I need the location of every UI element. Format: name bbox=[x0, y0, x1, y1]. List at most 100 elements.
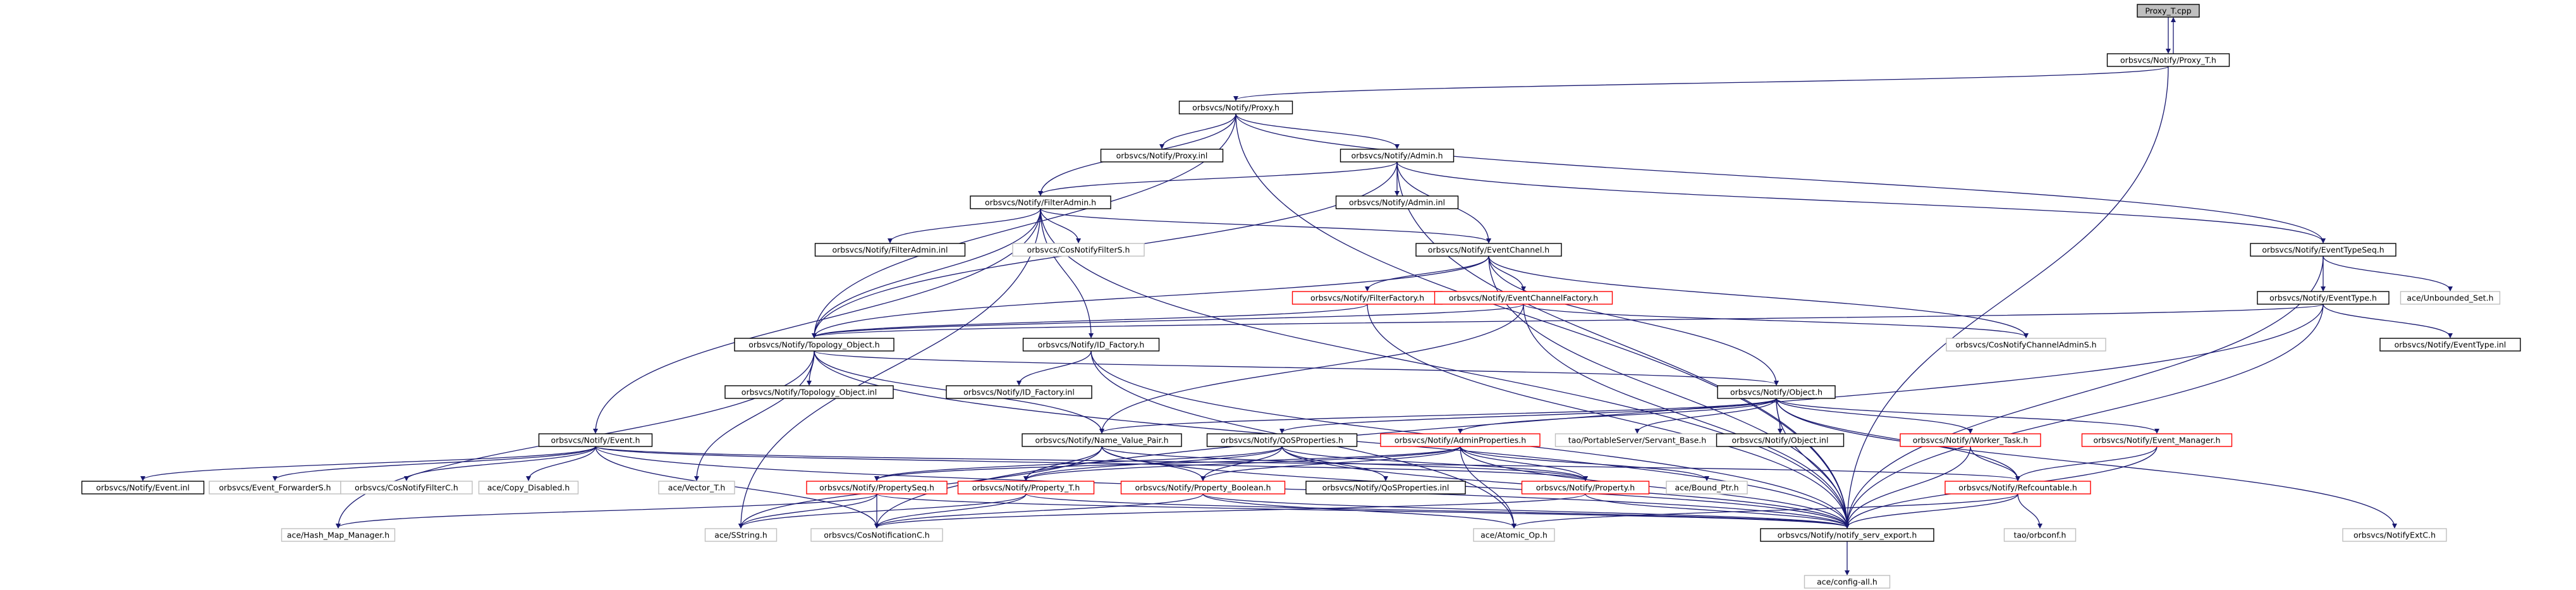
node-box bbox=[1340, 149, 1455, 163]
node-box bbox=[1380, 433, 1541, 447]
node-proxy-inl[interactable]: orbsvcs/Notify/Proxy.inl bbox=[1100, 149, 1224, 163]
node-label: orbsvcs/Notify/Refcountable.h bbox=[1958, 483, 2077, 493]
node-topology-object-inl[interactable]: orbsvcs/Notify/Topology_Object.inl bbox=[724, 385, 894, 399]
node-event-inl[interactable]: orbsvcs/Notify/Event.inl bbox=[81, 481, 205, 495]
node-box bbox=[1206, 433, 1358, 447]
edge-adminproperties_h-to-property_h bbox=[1460, 446, 1586, 481]
node-object-h[interactable]: orbsvcs/Notify/Object.h bbox=[1717, 385, 1836, 399]
arrowhead-proxy_h-to-admin_h bbox=[1395, 144, 1400, 149]
node-box bbox=[1473, 528, 1555, 542]
node-object-inl[interactable]: orbsvcs/Notify/Object.inl bbox=[1716, 433, 1845, 447]
node-qosproperties-h[interactable]: orbsvcs/Notify/QoSProperties.h bbox=[1206, 433, 1358, 447]
arrowhead-event_h-to-copy_disabled_h bbox=[526, 476, 531, 481]
node-box bbox=[2400, 291, 2501, 305]
node-worker-task-h[interactable]: orbsvcs/Notify/Worker_Task.h bbox=[1900, 433, 2041, 447]
node-property-t-h[interactable]: orbsvcs/Notify/Property_T.h bbox=[957, 481, 1095, 495]
arrowhead-filteradmin_h-to-eventchannel_h bbox=[1486, 238, 1491, 243]
node-root[interactable]: Proxy_T.cpp bbox=[2137, 4, 2200, 18]
node-topology-object-h[interactable]: orbsvcs/Notify/Topology_Object.h bbox=[734, 338, 894, 352]
node-box bbox=[538, 433, 653, 447]
node-label: orbsvcs/CosNotificationC.h bbox=[824, 531, 929, 540]
node-id-factory-h[interactable]: orbsvcs/Notify/ID_Factory.h bbox=[1022, 338, 1160, 352]
node-eventchannelfactory-h[interactable]: orbsvcs/Notify/EventChannelFactory.h bbox=[1434, 291, 1613, 305]
edge-id_factory_h-to-id_factory_inl bbox=[1018, 350, 1092, 385]
edge-property_t_h-to-sstring_h bbox=[740, 493, 1027, 528]
arrowhead-admin_h-to-filteradmin_h bbox=[1038, 191, 1043, 196]
node-box bbox=[1760, 528, 1934, 542]
node-box bbox=[1900, 433, 2041, 447]
edge-property_boolean_h-to-notify_serv_export_h bbox=[1202, 493, 1848, 528]
arrowhead-eventtype_h-to-topology_object_h bbox=[812, 333, 817, 338]
node-propertyseq-h[interactable]: orbsvcs/Notify/PropertySeq.h bbox=[806, 481, 948, 495]
edge-qosproperties_h-to-property_t_h bbox=[1025, 446, 1283, 481]
node-eventtypeseq-h[interactable]: orbsvcs/Notify/EventTypeSeq.h bbox=[2250, 243, 2396, 257]
node-admin-inl[interactable]: orbsvcs/Notify/Admin.inl bbox=[1335, 195, 1459, 209]
node-box bbox=[1120, 481, 1286, 495]
node-hash-map-manager-h: ace/Hash_Map_Manager.h bbox=[281, 528, 396, 542]
node-qosproperties-inl[interactable]: orbsvcs/Notify/QoSProperties.inl bbox=[1305, 481, 1466, 495]
node-proxy-h[interactable]: orbsvcs/Notify/Proxy.h bbox=[1178, 101, 1293, 114]
node-event-h[interactable]: orbsvcs/Notify/Event.h bbox=[538, 433, 653, 447]
edge-propertyseq_h-to-sstring_h bbox=[740, 493, 877, 528]
node-eventchannel-h[interactable]: orbsvcs/Notify/EventChannel.h bbox=[1415, 243, 1562, 257]
node-label: orbsvcs/Notify/Proxy_T.h bbox=[2120, 56, 2216, 65]
node-refcountable-h[interactable]: orbsvcs/Notify/Refcountable.h bbox=[1944, 481, 2091, 495]
node-label: orbsvcs/Notify/Admin.h bbox=[1351, 151, 1443, 161]
edge-filteradmin_h-to-cosnotifyfilters_h bbox=[1040, 208, 1079, 243]
node-filteradmin-h[interactable]: orbsvcs/Notify/FilterAdmin.h bbox=[970, 195, 1111, 209]
arrowhead-eventtypeseq_h-to-eventtype_h bbox=[2321, 286, 2326, 292]
node-admin-h[interactable]: orbsvcs/Notify/Admin.h bbox=[1340, 149, 1455, 163]
node-label: orbsvcs/Notify/Object.h bbox=[1730, 388, 1822, 397]
node-filteradmin-inl[interactable]: orbsvcs/Notify/FilterAdmin.inl bbox=[814, 243, 966, 257]
node-config-all-h: ace/config-all.h bbox=[1804, 575, 1891, 589]
arrowhead-filteradmin_h-to-filteradmin_inl bbox=[888, 238, 893, 243]
arrowhead-adminproperties_h-to-bound_ptr_h bbox=[1704, 476, 1709, 481]
node-property-boolean-h[interactable]: orbsvcs/Notify/Property_Boolean.h bbox=[1120, 481, 1286, 495]
node-box bbox=[1804, 575, 1891, 589]
arrowhead-property_t_h-to-sstring_h bbox=[738, 524, 743, 529]
node-box bbox=[734, 338, 894, 352]
arrowhead-refcountable_h-to-atomic_op_h bbox=[1511, 524, 1517, 529]
arrowhead-eventtype_h-to-eventtype_inl bbox=[2448, 333, 2453, 338]
node-label: ace/Vector_T.h bbox=[668, 483, 726, 493]
node-name-value-pair-h[interactable]: orbsvcs/Notify/Name_Value_Pair.h bbox=[1022, 433, 1182, 447]
node-cosnotifychanneladmins-h: orbsvcs/CosNotifyChannelAdminS.h bbox=[1946, 338, 2106, 352]
node-label: orbsvcs/CosNotifyFilterC.h bbox=[355, 483, 458, 493]
node-box bbox=[658, 481, 735, 495]
edge-admin_h-to-notify_serv_export_h bbox=[1396, 161, 1848, 528]
node-proxy-t-h[interactable]: orbsvcs/Notify/Proxy_T.h bbox=[2106, 53, 2230, 67]
edge-event_h-to-event_forwarders_h bbox=[274, 446, 596, 481]
edge-eventchannelfactory_h-to-topology_object_h bbox=[814, 304, 1524, 338]
node-eventtype-h[interactable]: orbsvcs/Notify/EventType.h bbox=[2257, 291, 2390, 305]
edge-adminproperties_h-to-bound_ptr_h bbox=[1460, 446, 1707, 481]
node-id-factory-inl[interactable]: orbsvcs/Notify/ID_Factory.inl bbox=[946, 385, 1092, 399]
arrowhead-proxy_t_h-to-proxy_h bbox=[1233, 96, 1238, 101]
node-unbounded-set-h: ace/Unbounded_Set.h bbox=[2400, 291, 2501, 305]
node-label: orbsvcs/Notify/EventType.h bbox=[2269, 293, 2377, 303]
node-notify-serv-export-h[interactable]: orbsvcs/Notify/notify_serv_export.h bbox=[1760, 528, 1934, 542]
edge-object_h-to-servant_base_h bbox=[1637, 398, 1777, 433]
node-event-manager-h[interactable]: orbsvcs/Notify/Event_Manager.h bbox=[2081, 433, 2233, 447]
edge-eventtypeseq_h-to-unbounded_set_h bbox=[2323, 255, 2451, 291]
node-label: orbsvcs/Notify/Property.h bbox=[1536, 483, 1635, 493]
node-label: ace/config-all.h bbox=[1817, 577, 1877, 587]
arrowhead-root-to-proxy_t_h bbox=[2166, 49, 2171, 54]
arrowhead-object_h-to-adminproperties_h bbox=[1458, 429, 1463, 434]
node-box bbox=[957, 481, 1095, 495]
arrowhead-topology_object_h-to-object_h bbox=[1774, 381, 1779, 386]
node-filterfactory-h[interactable]: orbsvcs/Notify/FilterFactory.h bbox=[1291, 291, 1443, 305]
node-label: orbsvcs/Notify/FilterFactory.h bbox=[1310, 293, 1424, 303]
edge-filteradmin_h-to-sstring_h bbox=[740, 208, 1041, 528]
edge-adminproperties_h-to-property_boolean_h bbox=[1202, 446, 1461, 481]
node-label: orbsvcs/Notify/FilterAdmin.inl bbox=[832, 245, 948, 255]
node-event-forwarders-h: orbsvcs/Event_ForwarderS.h bbox=[209, 481, 341, 495]
node-label: orbsvcs/Notify/Event.inl bbox=[96, 483, 190, 493]
node-eventtype-inl[interactable]: orbsvcs/Notify/EventType.inl bbox=[2379, 338, 2521, 352]
node-label: ace/Atomic_Op.h bbox=[1480, 531, 1547, 540]
node-property-h[interactable]: orbsvcs/Notify/Property.h bbox=[1521, 481, 1650, 495]
node-box bbox=[704, 528, 778, 542]
node-box bbox=[2257, 291, 2390, 305]
edge-qosproperties_h-to-propertyseq_h bbox=[876, 446, 1283, 481]
edge-property_boolean_h-to-atomic_op_h bbox=[1202, 493, 1515, 528]
node-adminproperties-h[interactable]: orbsvcs/Notify/AdminProperties.h bbox=[1380, 433, 1541, 447]
